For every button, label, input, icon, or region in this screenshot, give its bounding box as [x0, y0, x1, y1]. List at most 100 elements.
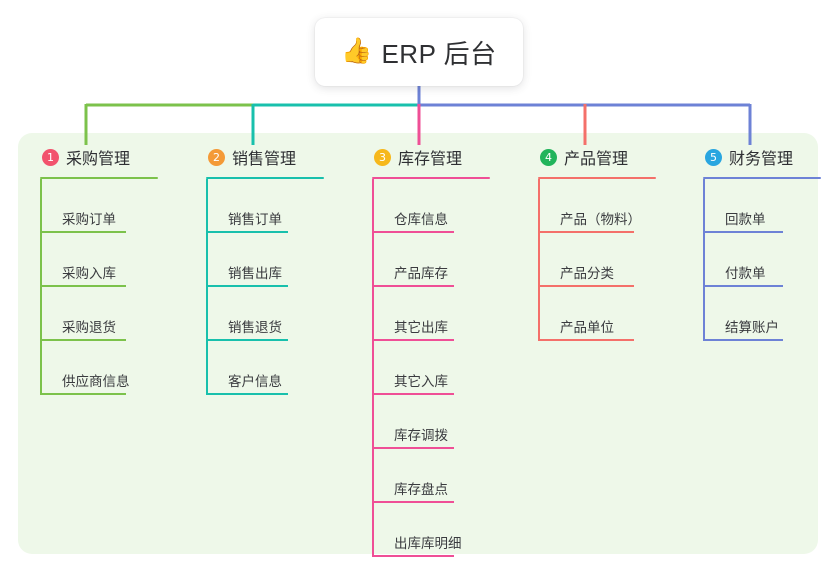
branch-underline	[372, 177, 490, 179]
branch-item-underline	[538, 339, 634, 341]
branch-header-5[interactable]: 5 财务管理	[703, 144, 821, 170]
branch-item[interactable]: 其它出库	[372, 287, 490, 341]
branch-item-underline	[372, 447, 454, 449]
branch-item[interactable]: 出库库明细	[372, 503, 490, 557]
root-node[interactable]: 👍 ERP 后台	[315, 18, 523, 86]
branch-item-label: 销售退货	[228, 320, 282, 335]
branch-number-badge: 5	[705, 148, 722, 166]
branch-item-underline	[372, 339, 454, 341]
branch-items: 销售订单销售出库销售退货客户信息	[206, 179, 324, 395]
root-node-label: ERP 后台	[381, 38, 497, 69]
branch-item[interactable]: 销售退货	[206, 287, 324, 341]
branch-item-underline	[40, 339, 126, 341]
branch-items: 产品（物料） 产品分类产品单位	[538, 179, 656, 341]
branch-spine	[372, 179, 374, 557]
branch-title: 财务管理	[729, 151, 794, 168]
branch-item-label: 其它出库	[394, 320, 448, 335]
branch-item-underline	[703, 285, 783, 287]
branch-item[interactable]: 回款单	[703, 179, 821, 233]
branch-item-label: 库存盘点	[394, 482, 448, 497]
branch-item-underline	[538, 285, 634, 287]
branch-item[interactable]: 仓库信息	[372, 179, 490, 233]
branch-item[interactable]: 客户信息	[206, 341, 324, 395]
branch-column-1: 1 采购管理采购订单采购入库采购退货供应商信息	[40, 144, 158, 395]
branch-items: 回款单付款单结算账户	[703, 179, 821, 341]
branch-item[interactable]: 采购订单	[40, 179, 158, 233]
branch-item-underline	[703, 339, 783, 341]
branch-item-label: 采购入库	[62, 266, 116, 281]
branch-item-underline	[206, 339, 288, 341]
branch-item-label: 采购退货	[62, 320, 116, 335]
branch-header-4[interactable]: 4 产品管理	[538, 144, 656, 170]
branch-item-underline	[206, 393, 288, 395]
branch-number-badge: 2	[208, 148, 225, 166]
branch-item-label: 仓库信息	[394, 212, 448, 227]
branch-spine	[538, 179, 540, 341]
branch-number-badge: 3	[374, 148, 391, 166]
branch-item-underline	[40, 393, 126, 395]
branch-spine	[40, 179, 42, 395]
branch-item[interactable]: 销售出库	[206, 233, 324, 287]
branch-item[interactable]: 产品（物料）	[538, 179, 656, 233]
branch-item-underline	[372, 231, 454, 233]
branch-item-underline	[372, 555, 454, 557]
branch-item-underline	[206, 231, 288, 233]
branch-underline	[40, 177, 158, 179]
branch-item-underline	[703, 231, 783, 233]
branch-item-label: 采购订单	[62, 212, 116, 227]
branch-item[interactable]: 付款单	[703, 233, 821, 287]
branch-title: 采购管理	[66, 151, 131, 168]
branch-item[interactable]: 销售订单	[206, 179, 324, 233]
diagram-background-panel	[18, 133, 818, 554]
branch-column-4: 4 产品管理产品（物料） 产品分类产品单位	[538, 144, 656, 341]
branch-item-underline	[40, 231, 126, 233]
branch-item-label: 库存调拨	[394, 428, 448, 443]
branch-item[interactable]: 库存盘点	[372, 449, 490, 503]
branch-item[interactable]: 库存调拨	[372, 395, 490, 449]
branch-number-badge: 1	[42, 148, 59, 166]
branch-item[interactable]: 产品分类	[538, 233, 656, 287]
branch-header-1[interactable]: 1 采购管理	[40, 144, 158, 170]
branch-number-badge: 4	[540, 148, 557, 166]
branch-title: 销售管理	[232, 151, 297, 168]
branch-item-underline	[538, 231, 634, 233]
branch-item-label: 供应商信息	[62, 374, 130, 389]
branch-item-underline	[372, 285, 454, 287]
branch-underline	[538, 177, 656, 179]
branch-item[interactable]: 采购退货	[40, 287, 158, 341]
branch-item-label: 产品分类	[560, 266, 614, 281]
branch-item-label: 付款单	[725, 266, 766, 281]
branch-item[interactable]: 产品单位	[538, 287, 656, 341]
branch-item-label: 结算账户	[725, 320, 779, 335]
branch-item-label: 客户信息	[228, 374, 282, 389]
branch-underline	[703, 177, 821, 179]
branch-item-underline	[372, 501, 454, 503]
branch-item-label: 产品库存	[394, 266, 448, 281]
branch-item-underline	[206, 285, 288, 287]
branch-item[interactable]: 供应商信息	[40, 341, 158, 395]
branch-item-label: 销售订单	[228, 212, 282, 227]
branch-item[interactable]: 产品库存	[372, 233, 490, 287]
branch-item[interactable]: 采购入库	[40, 233, 158, 287]
branch-item-label: 产品单位	[560, 320, 614, 335]
branch-item-underline	[40, 285, 126, 287]
branch-items: 仓库信息产品库存其它出库其它入库库存调拨库存盘点出库库明细	[372, 179, 490, 557]
thumbs-up-icon: 👍	[341, 36, 373, 65]
branch-underline	[206, 177, 324, 179]
branch-item[interactable]: 其它入库	[372, 341, 490, 395]
branch-item-label: 其它入库	[394, 374, 448, 389]
branch-spine	[703, 179, 705, 341]
branch-item-label: 产品（物料）	[560, 212, 641, 227]
branch-spine	[206, 179, 208, 395]
branch-title: 产品管理	[564, 151, 629, 168]
branch-header-2[interactable]: 2 销售管理	[206, 144, 324, 170]
branch-item[interactable]: 结算账户	[703, 287, 821, 341]
branch-item-underline	[372, 393, 454, 395]
branch-item-label: 出库库明细	[394, 536, 462, 551]
branch-item-label: 回款单	[725, 212, 766, 227]
branch-column-5: 5 财务管理回款单付款单结算账户	[703, 144, 821, 341]
